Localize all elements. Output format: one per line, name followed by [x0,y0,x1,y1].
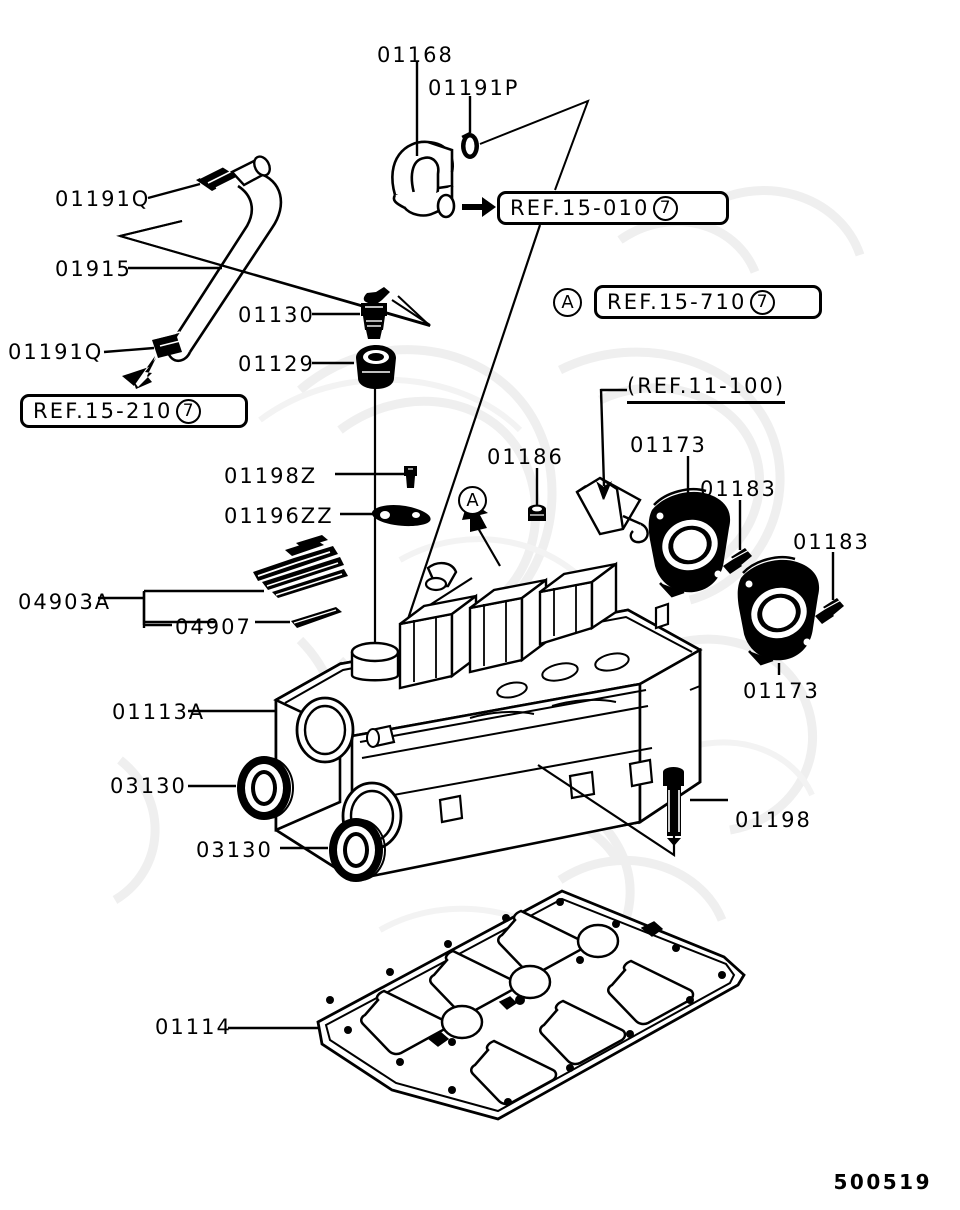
sealant-tube [575,476,649,544]
label-part-01191p: 01191P [428,76,520,100]
clip-01191p [461,131,479,159]
marker-a-assembly: A [458,486,487,515]
plate-01196zz [371,504,431,527]
label-part-01191q-lower: 01191Q [8,340,104,364]
ref-box-15-710-marker: A [553,288,582,317]
label-part-01183-upper: 01183 [700,477,777,501]
label-part-01183-lower: 01183 [793,530,870,554]
label-part-04903a: 04903A [18,590,112,614]
label-part-03130-upper: 03130 [110,774,187,798]
leader-bolt-to-cover [537,764,676,858]
leader-01191q-upper [147,182,201,200]
leader-01191q-lower [103,346,155,354]
bolt-01183-upper [723,548,752,574]
cam-seal-housing-lower [737,556,820,666]
ref-box-15-210-text: REF.15-210 [33,399,173,423]
label-part-01114: 01114 [155,1015,232,1039]
cam-seal-03130-lower [329,818,386,882]
elbow-hose-01168 [391,140,456,219]
pcv-valve-01130 [361,287,390,339]
rocker-cover-01113a [273,561,703,882]
leader-ref15010-to-cover [406,224,542,620]
label-part-01198z: 01198Z [224,464,318,488]
gasket-strips-04903a [253,535,348,598]
ref-box-15-710-circle: 7 [749,289,775,315]
ref-box-15-710-text: REF.15-710 [607,290,747,314]
label-part-01168: 01168 [377,43,454,67]
nut-01186 [528,504,546,521]
ref-box-15-210[interactable]: REF.15-210 7 [20,394,248,428]
leader-clip-to-ref [479,99,590,191]
grommet-01129 [356,345,396,389]
label-part-01173-upper: 01173 [630,433,707,457]
cam-seal-housing-upper [648,488,731,598]
label-part-01198: 01198 [735,808,812,832]
cover-gasket-01114 [316,889,746,1121]
gasket-strip-04907 [291,607,342,628]
clamp-01191q-upper [196,164,243,191]
sheet-footer-code: 500519 [833,1170,932,1194]
hose-fitting-upper [230,155,271,187]
bolt-01198z [404,466,417,488]
label-part-03130-lower: 03130 [196,838,273,862]
ref-box-15-010-circle: 7 [652,195,678,221]
label-part-01129: 01129 [238,352,315,376]
bolt-01183-lower [815,598,844,624]
ref-box-15-010-text: REF.15-010 [510,196,650,220]
cam-seal-03130-upper [237,756,294,820]
clamp-01191q-lower [152,331,185,358]
bolt-01198 [663,767,684,846]
ref-11-100-label: (REF.11-100) [627,374,786,404]
ref-box-15-010[interactable]: REF.15-010 7 [497,191,729,225]
label-part-01186: 01186 [487,445,564,469]
label-part-01173-lower: 01173 [743,679,820,703]
arrow-to-ref-15-010 [462,197,496,217]
label-part-01113a: 01113A [112,700,206,724]
label-part-04907: 04907 [175,615,252,639]
label-part-01196zz: 01196ZZ [224,504,334,528]
ref-box-15-710[interactable]: REF.15-710 7 [594,285,822,319]
label-part-01915: 01915 [55,257,132,281]
label-part-01191q-upper: 01191Q [55,187,151,211]
label-part-01130: 01130 [238,303,315,327]
ref-box-15-210-circle: 7 [175,398,201,424]
